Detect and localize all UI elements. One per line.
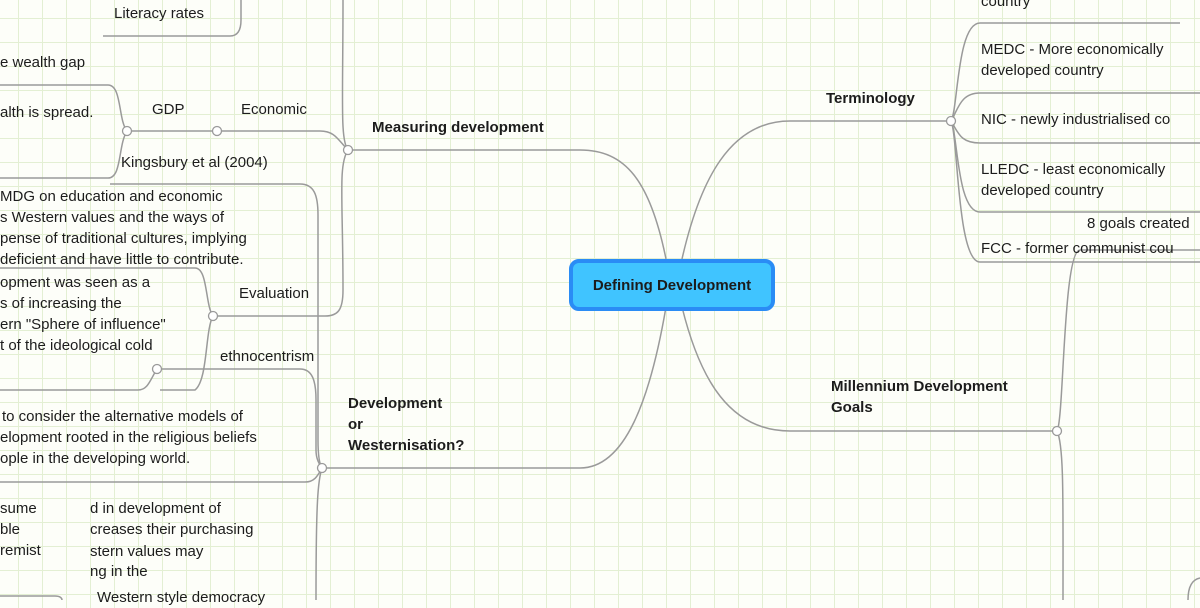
term-item-nic[interactable]: NIC - newly industrialised co bbox=[981, 111, 1171, 128]
wealth-spread-node[interactable]: alth is spread. bbox=[0, 104, 94, 121]
evaluation-node[interactable]: Evaluation bbox=[239, 285, 310, 302]
term-item-fcc[interactable]: FCC - former communist cou bbox=[981, 240, 1174, 257]
ethnocentrism-node-dot[interactable] bbox=[151, 363, 163, 375]
measuring-node-dot[interactable] bbox=[342, 144, 354, 156]
alt-models-node[interactable]: to consider the alternative models of el… bbox=[0, 406, 257, 469]
text-line: ble bbox=[0, 521, 21, 538]
label-line: or bbox=[348, 416, 363, 433]
label-line: Westernisation? bbox=[348, 437, 465, 454]
text-line: developed country bbox=[981, 62, 1104, 79]
literacy-rates-node[interactable]: Literacy rates bbox=[114, 5, 205, 22]
gdp-node-dot[interactable] bbox=[121, 125, 133, 137]
kingsbury-node[interactable]: Kingsbury et al (2004) bbox=[121, 154, 268, 171]
text-line: pense of traditional cultures, implying bbox=[0, 230, 247, 247]
text-line: s Western values and the ways of bbox=[0, 209, 225, 226]
gdp-node[interactable]: GDP bbox=[152, 101, 185, 118]
westernisation-node[interactable]: Development or Westernisation? bbox=[348, 393, 464, 456]
goals-node[interactable]: 8 goals created bbox=[1087, 215, 1190, 232]
text-block-d[interactable]: stern values may ng in the bbox=[90, 542, 203, 582]
text-line: t of the ideological cold bbox=[0, 337, 153, 354]
text-block-b[interactable]: MDG on education and economic s Western … bbox=[0, 186, 247, 270]
root-node[interactable]: Defining Development bbox=[569, 259, 775, 311]
text-line: to consider the alternative models of bbox=[2, 408, 243, 425]
text-line: stern values may bbox=[90, 543, 204, 560]
root-label: Defining Development bbox=[592, 276, 752, 294]
ethnocentrism-node[interactable]: ethnocentrism bbox=[220, 348, 315, 365]
text-line: ople in the developing world. bbox=[0, 450, 191, 467]
text-line: deficient and have little to contribute. bbox=[0, 251, 244, 268]
economic-node-dot[interactable] bbox=[211, 125, 223, 137]
text-line: MEDC - More economically bbox=[981, 41, 1164, 58]
measuring-development-node[interactable]: Measuring development bbox=[372, 119, 544, 136]
mdg-node-dot[interactable] bbox=[1051, 425, 1063, 437]
western-democracy-node[interactable]: Western style democracy bbox=[97, 589, 266, 606]
text-line: opment was seen as a bbox=[0, 274, 151, 291]
label-line: Goals bbox=[831, 399, 873, 416]
text-line: MDG on education and economic bbox=[0, 188, 223, 205]
text-line: ern "Sphere of influence" bbox=[0, 316, 166, 333]
label-line: Millennium Development bbox=[831, 378, 1008, 395]
label-line: Development bbox=[348, 395, 443, 412]
fragment-node[interactable]: sume ble remist bbox=[0, 498, 41, 561]
term-item-lledc[interactable]: LLEDC - least economically developed cou… bbox=[981, 159, 1165, 201]
text-line: LLEDC - least economically bbox=[981, 161, 1166, 178]
text-line: developed country bbox=[981, 182, 1104, 199]
text-block-c[interactable]: opment was seen as a s of increasing the… bbox=[0, 272, 166, 356]
evaluation-node-dot[interactable] bbox=[207, 310, 219, 322]
economic-node[interactable]: Economic bbox=[241, 101, 307, 118]
terminology-node-dot[interactable] bbox=[945, 115, 957, 127]
text-block-a[interactable]: d in development of creases their purcha… bbox=[90, 498, 253, 540]
text-line: d in development of bbox=[90, 500, 221, 517]
text-line: ng in the bbox=[90, 563, 148, 580]
text-line: creases their purchasing bbox=[90, 521, 254, 538]
term-item[interactable]: country bbox=[981, 0, 1031, 10]
term-item-medc[interactable]: MEDC - More economically developed count… bbox=[981, 39, 1164, 81]
westernisation-node-dot[interactable] bbox=[316, 462, 328, 474]
mdg-node[interactable]: Millennium Development Goals bbox=[831, 376, 1008, 418]
text-line: elopment rooted in the religious beliefs bbox=[0, 429, 257, 446]
wealth-gap-node[interactable]: e wealth gap bbox=[0, 54, 86, 71]
text-line: sume bbox=[0, 500, 37, 517]
text-line: remist bbox=[0, 542, 41, 559]
terminology-node[interactable]: Terminology bbox=[826, 90, 915, 107]
text-line: s of increasing the bbox=[0, 295, 122, 312]
